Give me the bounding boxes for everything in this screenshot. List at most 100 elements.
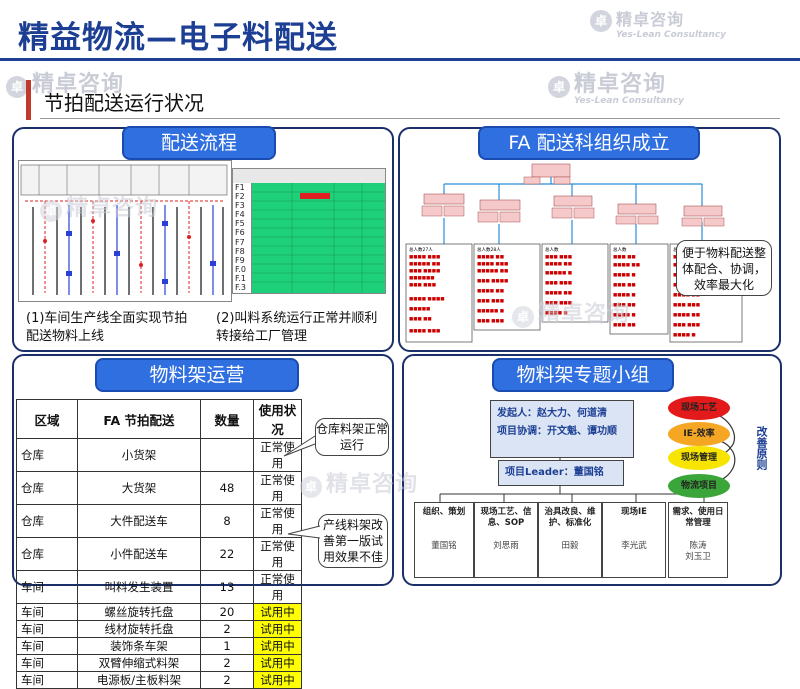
cell-name: 螺丝旋转托盘 <box>77 603 201 621</box>
subteam-person: 董国铭 <box>431 541 457 551</box>
fa-org-title: FA 配送科组织成立 <box>478 126 700 160</box>
subteam-person: 陈涛 刘玉卫 <box>685 541 711 562</box>
delivery-caption-1: (1)车间生产线全面实现节拍配送物料上线 <box>26 311 188 344</box>
svg-text:■■■ ■■: ■■■ ■■ <box>613 323 636 328</box>
subteam-box: 需求、使用日常管理陈涛 刘玉卫 <box>668 502 728 578</box>
logo-icon: 卓 <box>40 199 62 222</box>
rack-team-title: 物料架专题小组 <box>492 358 674 392</box>
title-divider <box>0 58 800 61</box>
cell-area: 车间 <box>16 654 78 672</box>
svg-text:■■■■■ ■■: ■■■■■ ■■ <box>409 262 440 267</box>
svg-text:总人数28人: 总人数28人 <box>477 246 501 253</box>
callout-pointer <box>287 525 321 539</box>
svg-text:■■■■ ■■: ■■■■ ■■ <box>613 263 640 268</box>
project-leader-box: 项目Leader：董国铭 <box>498 460 624 486</box>
cell-name: 线材旋转托盘 <box>77 620 201 638</box>
cell-status: 试用中 <box>253 620 302 638</box>
svg-text:■■■ ■■: ■■■ ■■ <box>613 255 636 260</box>
screen-row-label: F5 <box>235 219 245 229</box>
subteam-box: 现场工艺、信息、SOP 刘思雨 <box>474 502 538 578</box>
svg-text:■■■■ ■■■: ■■■■ ■■■ <box>477 262 508 267</box>
svg-text:■■■■■ ■: ■■■■■ ■ <box>545 271 572 276</box>
svg-text:■■■■ ■■: ■■■■ ■■ <box>673 313 700 318</box>
screen-alert-cell <box>300 193 330 199</box>
subteam-person: 刘思雨 <box>493 541 519 551</box>
table-header-row: 区域 FA 节拍配送 数量 使用状况 <box>16 399 302 439</box>
cell-area: 仓库 <box>16 438 78 472</box>
svg-text:■■■ ■■■: ■■■ ■■■ <box>545 281 572 286</box>
svg-text:■■■■ ■: ■■■■ ■ <box>673 333 696 338</box>
cell-area: 车间 <box>16 570 78 604</box>
svg-text:■■■■ ■: ■■■■ ■ <box>545 311 568 316</box>
logo-icon: 卓 <box>548 75 570 98</box>
cell-status: 正常使用 <box>253 537 302 571</box>
section-underline <box>40 118 780 119</box>
logo-watermark: 卓精卓咨询 <box>512 296 630 328</box>
cell-area: 仓库 <box>16 537 78 571</box>
svg-text:■■■■ ■: ■■■■ ■ <box>613 273 636 278</box>
screen-row-label: F7 <box>235 237 245 247</box>
svg-text:总人数27人: 总人数27人 <box>409 246 433 253</box>
org-chart-lines: 总人数27人 ■■■■ ■■■■■■■■ ■■■■■ ■■■■ ■■■■■■■■… <box>405 163 743 343</box>
cell-name: 大货架 <box>77 471 201 505</box>
logo-icon: 卓 <box>512 305 534 328</box>
logo-watermark: 卓精卓咨询 <box>6 66 124 98</box>
cell-area: 车间 <box>16 637 78 655</box>
cell-qty: 2 <box>200 654 254 672</box>
cell-qty: 48 <box>200 471 254 505</box>
page-title: 精益物流—电子料配送 <box>18 20 338 56</box>
section-marker <box>26 80 31 120</box>
coordinator-text: 项目协调：开文魁、谭功顺 <box>497 426 617 437</box>
subteam-task: 组织、策划 <box>422 507 466 517</box>
column-header-qty: 数量 <box>200 399 254 439</box>
svg-text:■■■ ■■: ■■■ ■■ <box>613 303 636 308</box>
subteam-task: 现场IE <box>621 507 647 517</box>
screen-row-label: F4 <box>235 210 245 220</box>
column-header-status: 使用状况 <box>253 399 302 439</box>
sponsor-box: 发起人：赵大力、何道清 项目协调：开文魁、谭功顺 <box>490 400 634 458</box>
cell-area: 车间 <box>16 620 78 638</box>
screen-row-label: F8 <box>235 246 245 256</box>
principle-oval: 现场管理 <box>668 446 730 470</box>
cell-name: 双臂伸缩式料架 <box>77 654 201 672</box>
svg-text:■■■ ■■■: ■■■ ■■■ <box>545 255 572 260</box>
subteam-task: 需求、使用日常管理 <box>672 507 724 528</box>
cell-area: 车间 <box>16 671 78 689</box>
screen-row-label: F1 <box>235 183 245 192</box>
cell-name: 装饰条车架 <box>77 637 201 655</box>
svg-text:■■■■■: ■■■■■ <box>409 307 430 312</box>
screen-titlebar <box>233 169 385 184</box>
svg-text:■■■■ ■: ■■■■ ■ <box>613 313 636 318</box>
screen-row-label: F6 <box>235 228 245 238</box>
screen-row-label: F.1 <box>235 273 246 283</box>
cell-qty: 1 <box>200 637 254 655</box>
principle-oval: 物流项目 <box>668 474 730 498</box>
rack-operation-title: 物料架运营 <box>95 358 299 392</box>
subteam-task: 现场工艺、信息、SOP <box>480 507 532 528</box>
logo-watermark: 卓精卓咨询 <box>300 466 418 498</box>
logo-watermark: 卓精卓咨询 Yes-Lean Consultancy <box>548 66 684 106</box>
callout-pointer <box>283 435 316 457</box>
cell-name: 叫料发生装置 <box>77 570 201 604</box>
improvement-principle-label: 改善原则 <box>755 426 768 470</box>
org-chart-diagram: 总人数27人 ■■■■ ■■■■■■■■ ■■■■■ ■■■■ ■■■■■■■■… <box>404 160 774 345</box>
svg-text:■■■■■■: ■■■■■■ <box>409 276 435 281</box>
table-row: 仓库小货架正常使用 <box>16 438 302 472</box>
column-header-area: 区域 <box>16 399 78 439</box>
cell-qty: 13 <box>200 570 254 604</box>
workshop-layout-diagram <box>18 160 232 302</box>
cell-qty: 2 <box>200 620 254 638</box>
svg-text:■■■ ■■■: ■■■ ■■■ <box>409 283 436 288</box>
principle-oval: 现场工艺 <box>668 396 730 420</box>
subteam-box: 治具改良、维护、标准化田毅 <box>538 502 602 578</box>
layout-drawing <box>20 164 228 295</box>
svg-text:■■■■ ■■: ■■■■ ■■ <box>477 289 504 294</box>
cell-status: 正常使用 <box>253 471 302 505</box>
